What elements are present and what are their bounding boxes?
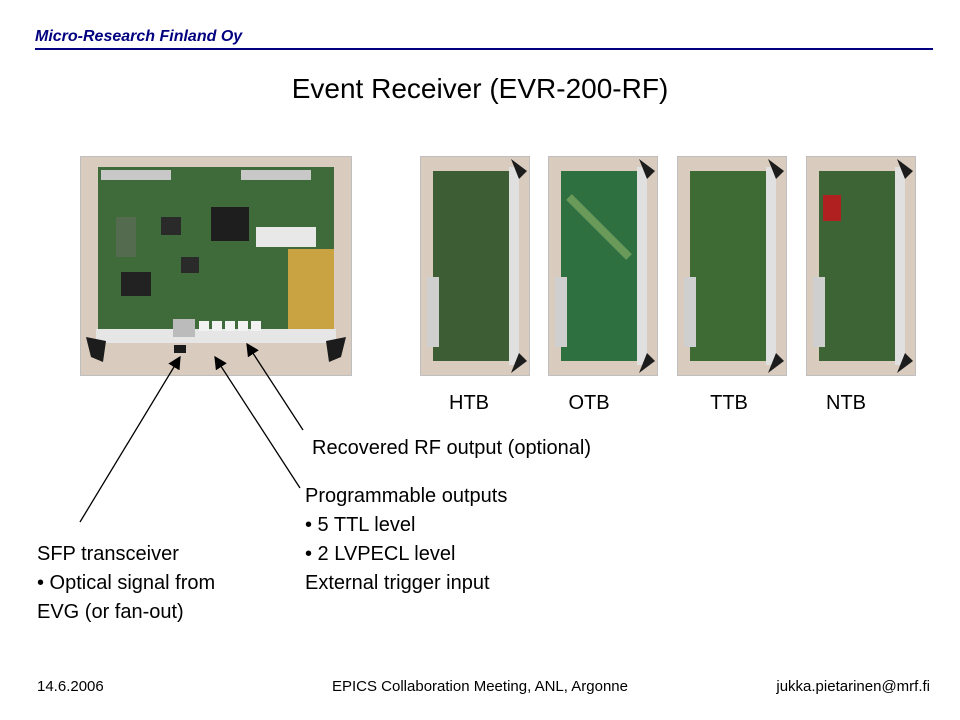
htb-board-photo bbox=[420, 156, 530, 376]
board-label-otb: OTB bbox=[568, 392, 610, 414]
footer-date: 14.6.2006 bbox=[37, 678, 104, 695]
footer-email: jukka.pietarinen@mrf.fi bbox=[776, 678, 930, 695]
ttb-board-photo bbox=[677, 156, 787, 376]
otb-board-photo bbox=[548, 156, 658, 376]
rf-output-label: Recovered RF output (optional) bbox=[312, 437, 592, 459]
sfp-transceiver-block: SFP transceiver • Optical signal from EV… bbox=[37, 540, 215, 627]
optical-signal-source: EVG (or fan-out) bbox=[37, 601, 184, 623]
board-label-ttb: TTB bbox=[710, 392, 748, 414]
lvpecl-level-item: • 2 LVPECL level bbox=[305, 543, 456, 565]
rf-output-arrow bbox=[246, 342, 304, 431]
footer-event: EPICS Collaboration Meeting, ANL, Argonn… bbox=[331, 678, 628, 695]
prog-outputs-arrow bbox=[214, 355, 301, 489]
slide-title: Event Receiver (EVR-200-RF) bbox=[291, 73, 669, 104]
ttl-level-item: • 5 TTL level bbox=[305, 514, 416, 536]
programmable-outputs-title: Programmable outputs bbox=[305, 485, 508, 507]
sfp-transceiver-title: SFP transceiver bbox=[37, 543, 179, 565]
sfp-arrow bbox=[79, 355, 181, 523]
external-trigger-label: External trigger input bbox=[305, 572, 490, 594]
programmable-outputs-block: Programmable outputs • 5 TTL level • 2 L… bbox=[305, 482, 507, 598]
ntb-board-photo bbox=[806, 156, 916, 376]
board-label-htb: HTB bbox=[449, 392, 489, 414]
evr-board-photo bbox=[80, 156, 352, 376]
optical-signal-item: • Optical signal from bbox=[37, 572, 216, 594]
header-divider bbox=[35, 48, 933, 50]
company-name: Micro-Research Finland Oy bbox=[35, 28, 243, 45]
board-label-ntb: NTB bbox=[826, 392, 866, 414]
